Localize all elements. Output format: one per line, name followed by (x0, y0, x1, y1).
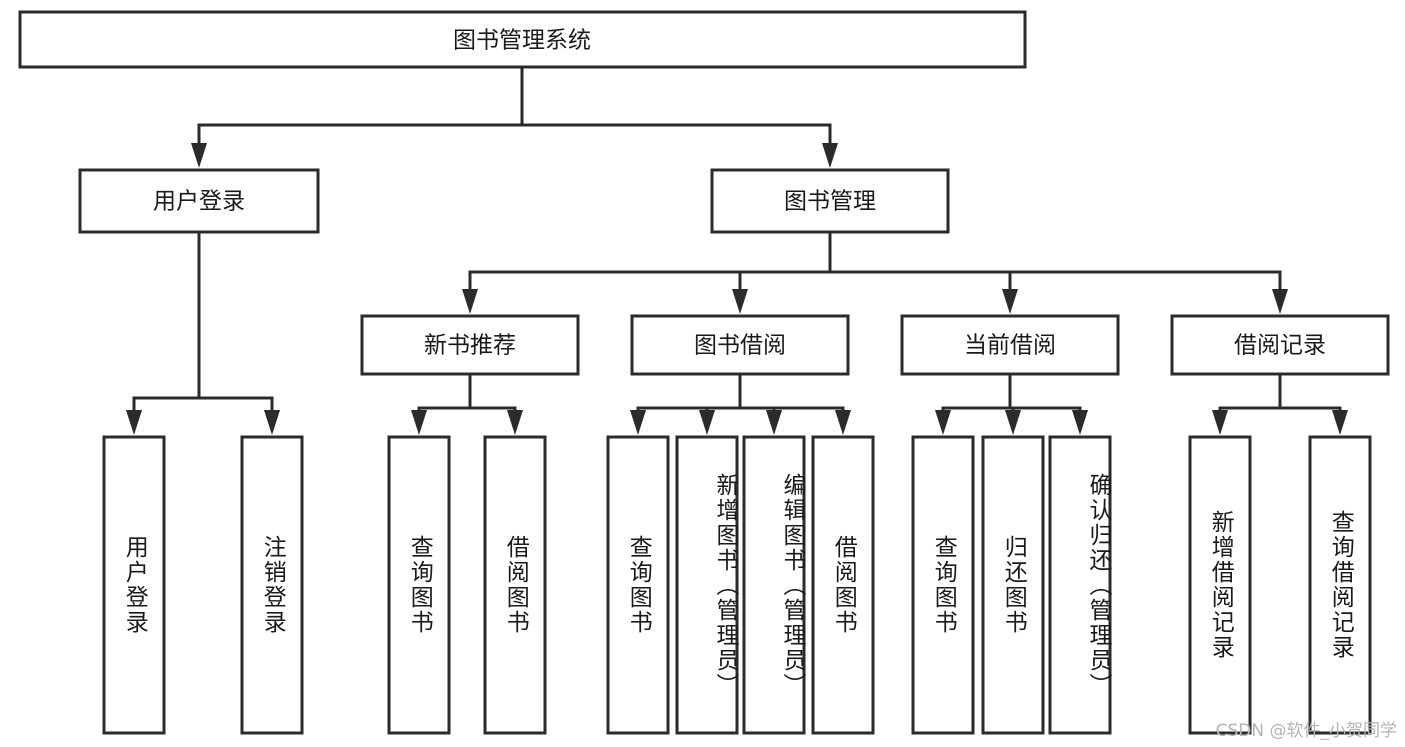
leaf-box-newbook-borrow[interactable] (483, 435, 547, 735)
leaf-box-borrow-query[interactable] (606, 435, 670, 735)
node-new-book-recommend-label: 新书推荐 (424, 333, 516, 359)
node-book-borrow[interactable]: 图书借阅 (630, 314, 850, 376)
node-user-login[interactable]: 用户登录 (78, 168, 320, 234)
node-book-borrow-box[interactable] (630, 314, 850, 376)
node-current-borrow-label: 当前借阅 (964, 333, 1056, 359)
connector-borrow-to-leaf1 (636, 374, 742, 412)
leaf-box-user-login[interactable] (102, 435, 166, 735)
node-root-label: 图书管理系统 (453, 28, 591, 54)
node-new-book-recommend-box[interactable] (360, 314, 580, 376)
arrow-head-user-login (191, 143, 207, 168)
arrow-head-borrow-query (630, 410, 646, 435)
connector-group-book-mgmt (462, 232, 1288, 314)
node-current-borrow-box[interactable] (900, 314, 1120, 376)
connector-root-to-book-mgmt (522, 123, 832, 145)
node-borrow-records[interactable]: 借阅记录 (1170, 314, 1390, 376)
leaf-box-records-add[interactable] (1188, 435, 1252, 735)
arrow-head-records-query (1332, 410, 1348, 435)
arrow-head-borrow (732, 289, 748, 314)
node-current-borrow[interactable]: 当前借阅 (900, 314, 1120, 376)
connector-group-root (191, 67, 838, 168)
leaf-box-current-return[interactable] (981, 435, 1045, 735)
node-book-borrow-label: 图书借阅 (694, 333, 786, 359)
node-user-login-label: 用户登录 (153, 189, 245, 215)
leaf-box-borrow-add[interactable] (675, 435, 739, 735)
leaf-box-current-confirm[interactable] (1048, 435, 1112, 735)
arrow-head-current (1002, 289, 1018, 314)
connector-records-to-leaf1 (1218, 374, 1282, 412)
leaf-box-newbook-query[interactable] (387, 435, 451, 735)
node-user-login-box[interactable] (78, 168, 320, 234)
connector-group-user-login (126, 232, 280, 435)
node-book-management-label: 图书管理 (784, 189, 876, 215)
arrow-head-borrow-add (699, 410, 715, 435)
connector-borrow-to-leaf4 (740, 406, 845, 412)
connector-current-to-leaf1 (941, 374, 1012, 412)
arrow-head-new-book (462, 289, 478, 314)
arrow-head-records-add (1212, 410, 1228, 435)
connector-bookmgmt-to-records (830, 270, 1282, 291)
node-root[interactable]: 图书管理系统 (18, 10, 1027, 69)
node-borrow-records-box[interactable] (1170, 314, 1390, 376)
leaf-boxes (102, 435, 1372, 735)
leaf-box-records-query[interactable] (1308, 435, 1372, 735)
arrow-head-newbook-borrow (507, 410, 523, 435)
connector-bookmgmt-to-current (830, 270, 1012, 291)
arrow-head-current-query (935, 410, 951, 435)
node-new-book-recommend[interactable]: 新书推荐 (360, 314, 580, 376)
connector-records-to-leaf2 (1280, 406, 1342, 412)
connector-bookmgmt-to-new-book (468, 232, 832, 291)
arrow-head-borrow-edit (766, 410, 782, 435)
leaf-box-logout[interactable] (240, 435, 304, 735)
leaf-box-borrow-borrow[interactable] (811, 435, 875, 735)
connector-userlogin-to-leaf1 (132, 232, 201, 412)
connector-group-new-book (411, 374, 523, 435)
node-book-management-box[interactable] (710, 168, 950, 234)
connector-bookmgmt-to-borrow (738, 270, 830, 291)
arrow-head-current-confirm (1072, 410, 1088, 435)
arrow-head-leaf-logout (264, 410, 280, 435)
arrow-head-current-return (1005, 410, 1021, 435)
arrow-head-book-mgmt (822, 143, 838, 168)
connector-root-to-user-login (197, 67, 524, 145)
connector-group-current-borrow (935, 374, 1088, 435)
arrow-head-leaf-user-login (126, 410, 142, 435)
arrow-head-newbook-query (411, 410, 427, 435)
node-book-management[interactable]: 图书管理 (710, 168, 950, 234)
connector-group-book-borrow (630, 374, 851, 435)
leaf-box-borrow-edit[interactable] (742, 435, 806, 735)
arrow-head-borrow-borrow (835, 410, 851, 435)
connector-userlogin-to-leaf2 (199, 396, 274, 412)
leaf-box-current-query[interactable] (911, 435, 975, 735)
node-root-box[interactable] (18, 10, 1027, 69)
connector-newbook-to-leaf1 (417, 374, 472, 412)
node-borrow-records-label: 借阅记录 (1234, 333, 1326, 359)
arrow-head-records (1272, 289, 1288, 314)
watermark-text: CSDN @软件_小贺同学 (1215, 721, 1397, 741)
connector-group-borrow-records (1212, 374, 1348, 435)
